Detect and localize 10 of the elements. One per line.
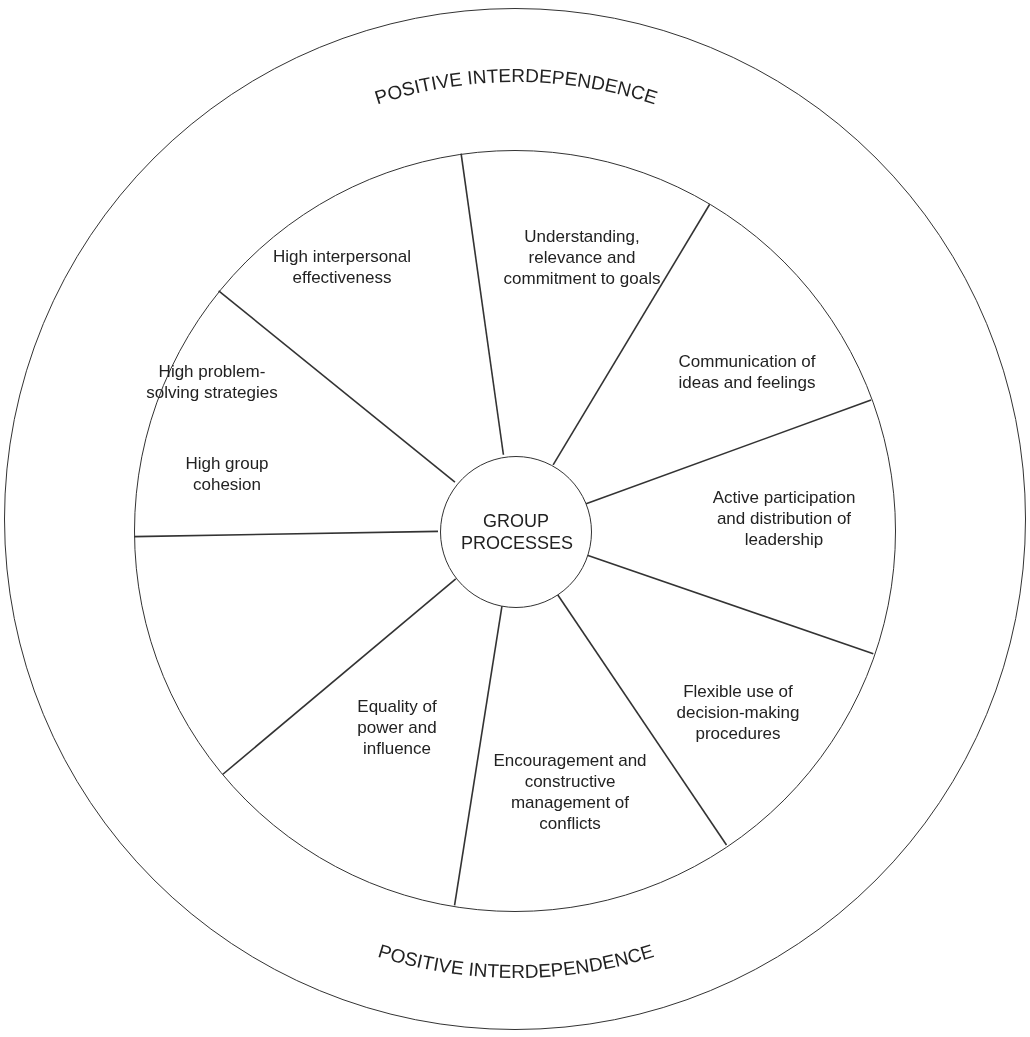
segment-label: Equality of power and influence: [332, 695, 462, 759]
segment-label: High group cohesion: [164, 453, 290, 495]
segment-label: High interpersonal effectiveness: [272, 246, 412, 288]
segment-label: High problem-solving strategies: [142, 361, 282, 403]
segment-label: Active participation and distribution of leadership: [704, 486, 864, 550]
segment-label: Communication of ideas and feelings: [672, 351, 822, 393]
segment-label: Encouragement and constructive management of conflicts: [485, 750, 655, 834]
segment-label: Understanding, relevance and commitment to goals: [502, 225, 662, 289]
segment-label: Flexible use of decision-making procedures: [658, 680, 818, 744]
hub-label: GROUP PROCESSES: [461, 510, 571, 554]
